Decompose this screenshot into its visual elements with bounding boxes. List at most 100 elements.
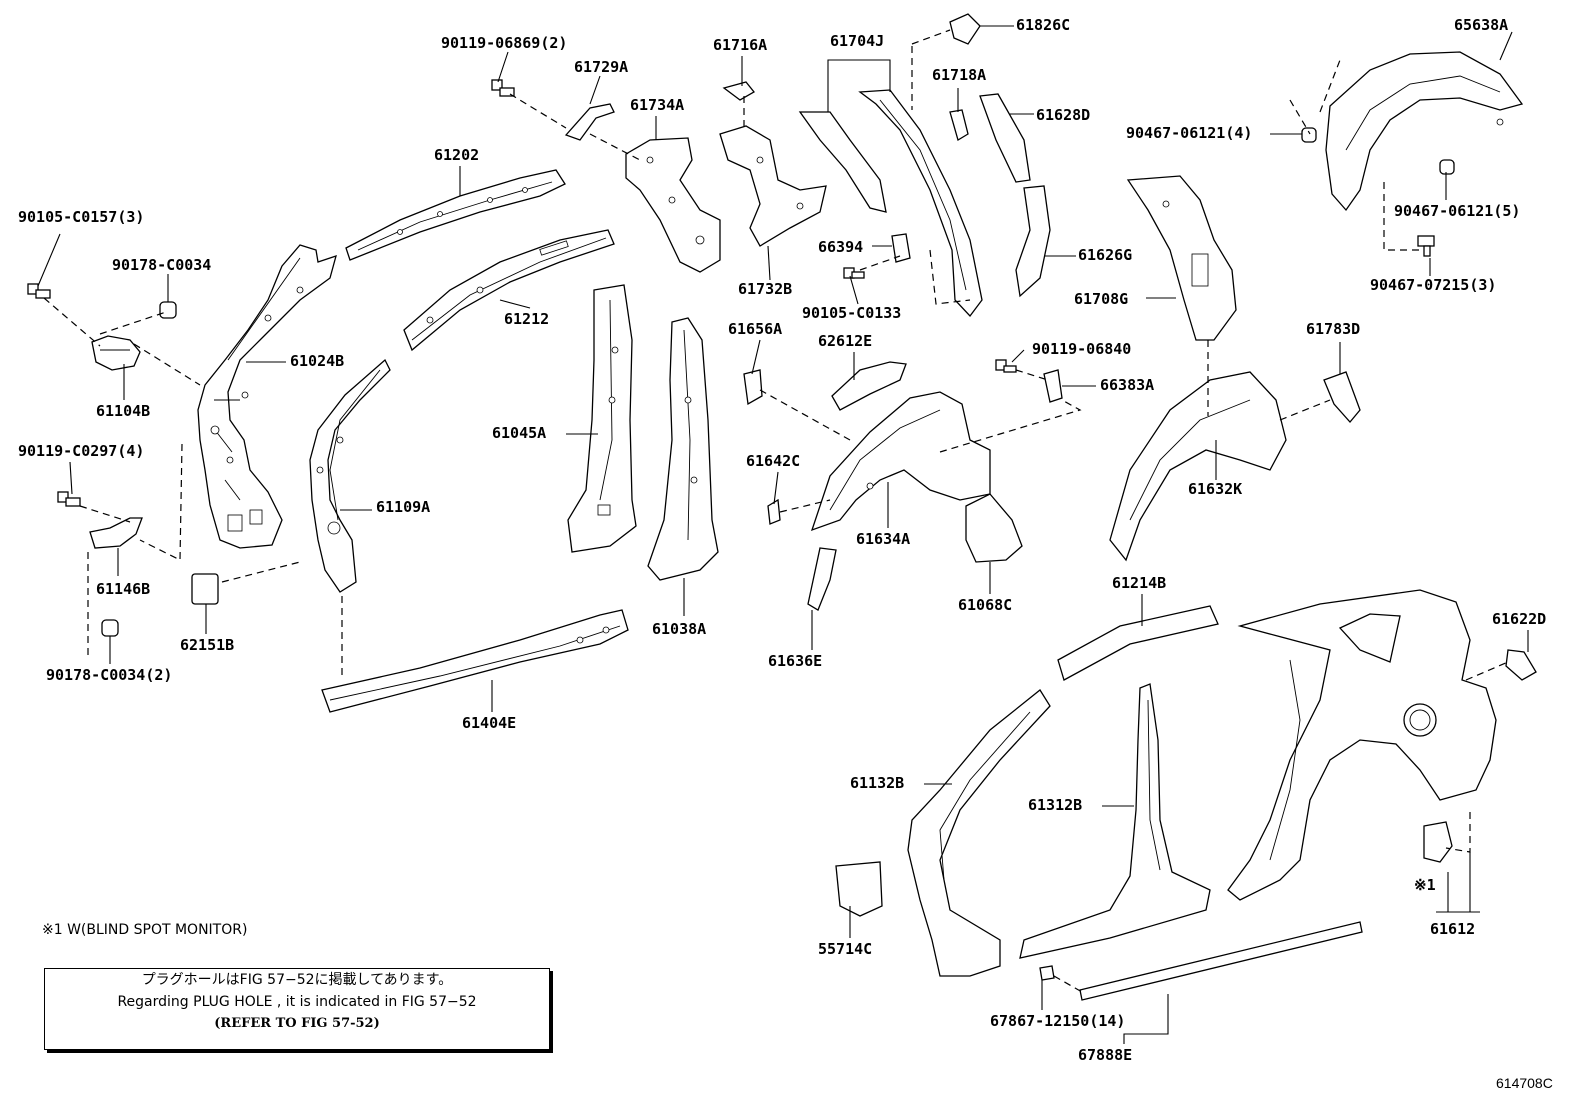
part-61024b-drawing	[197, 244, 337, 549]
part-55714c-drawing	[835, 861, 883, 917]
part-67867-drawing	[1039, 965, 1055, 981]
label-61718a: 61718A	[932, 66, 987, 84]
part-61656a-drawing	[743, 369, 763, 406]
part-61734a-drawing	[625, 137, 721, 273]
part-61612-sub-drawing	[1423, 821, 1453, 863]
bolt-90119-06869-icon	[491, 79, 515, 97]
label-90178-c0034: 90178-C0034	[112, 256, 212, 274]
label-61132b: 61132B	[850, 774, 905, 792]
label-67888e: 67888E	[1078, 1046, 1133, 1064]
part-61634a-drawing	[810, 391, 991, 532]
part-61104b-drawing	[91, 335, 141, 371]
label-61024b: 61024B	[290, 352, 345, 370]
part-61708g-drawing	[1126, 175, 1237, 341]
label-61708g: 61708G	[1074, 290, 1129, 308]
part-61109a-drawing	[309, 358, 391, 593]
clip-90467-06121-5-icon	[1439, 159, 1455, 175]
label-90105-c0157: 90105-C0157(3)	[18, 208, 145, 226]
clip-90467-06121-4-icon	[1301, 127, 1317, 143]
bolt-90119-c0297-icon	[57, 491, 81, 507]
label-62612e: 62612E	[818, 332, 873, 350]
label-61634a: 61634A	[856, 530, 911, 548]
part-61404e-drawing	[321, 609, 629, 713]
part-61214b-drawing	[1057, 605, 1219, 681]
part-61783d-drawing	[1323, 371, 1361, 423]
label-61109a: 61109A	[376, 498, 431, 516]
bolt-90119-06840-icon	[995, 359, 1017, 373]
label-90119-06840: 90119-06840	[1032, 340, 1132, 358]
part-61312b-drawing	[1019, 683, 1211, 959]
label-61404e: 61404E	[462, 714, 517, 732]
label-61146b: 61146B	[96, 580, 151, 598]
label-61626g: 61626G	[1078, 246, 1133, 264]
part-61718a-drawing	[949, 109, 969, 141]
part-61622d-drawing	[1505, 649, 1537, 681]
label-62151b: 62151B	[180, 636, 235, 654]
part-62612e-drawing	[831, 361, 907, 411]
label-90178-c0034-2: 90178-C0034(2)	[46, 666, 173, 684]
label-61312b: 61312B	[1028, 796, 1083, 814]
part-61132b-drawing	[907, 689, 1051, 977]
label-90467-06121-4: 90467-06121(4)	[1126, 124, 1253, 142]
part-61729a-drawing	[564, 103, 615, 141]
label-65638a: 65638A	[1454, 16, 1509, 34]
label-61642c: 61642C	[746, 452, 801, 470]
footnote-blind-spot-monitor: ※1 W(BLIND SPOT MONITOR)	[42, 922, 248, 938]
part-61212-drawing	[403, 229, 615, 352]
part-61704j-drawing	[798, 89, 983, 318]
label-90119-c0297: 90119-C0297(4)	[18, 442, 145, 460]
part-66394-drawing	[891, 233, 911, 263]
label-61729a: 61729A	[574, 58, 629, 76]
label-90105-c0133: 90105-C0133	[802, 304, 902, 322]
label-61783d: 61783D	[1306, 320, 1361, 338]
label-61716a: 61716A	[713, 36, 768, 54]
label-55714c: 55714C	[818, 940, 873, 958]
label-90467-07215: 90467-07215(3)	[1370, 276, 1497, 294]
part-61612-drawing	[1227, 589, 1497, 901]
plug-note-english: Regarding PLUG HOLE , it is indicated in…	[117, 994, 477, 1010]
label-61628d: 61628D	[1036, 106, 1091, 124]
label-61202: 61202	[434, 146, 480, 164]
label-67867-12150: 67867-12150(14)	[990, 1012, 1126, 1030]
label-61214b: 61214B	[1112, 574, 1167, 592]
nut-90178-c0034-2-icon	[101, 619, 119, 637]
part-61202-drawing	[345, 169, 566, 261]
part-61826c-drawing	[949, 13, 981, 45]
marker-note1: ※1	[1414, 876, 1436, 894]
part-62151b-drawing	[191, 573, 219, 605]
part-61038a-drawing	[647, 317, 719, 581]
label-61612: 61612	[1430, 920, 1476, 938]
label-61622d: 61622D	[1492, 610, 1547, 628]
part-61628d-drawing	[979, 93, 1031, 183]
part-61636e-drawing	[807, 547, 837, 611]
leader-lines	[37, 25, 1529, 1044]
part-61626g-drawing	[1015, 185, 1051, 298]
bolt-90105-c0157-icon	[27, 283, 51, 299]
bolt-90105-c0133-icon	[843, 267, 865, 279]
label-66383a: 66383A	[1100, 376, 1155, 394]
plug-hole-note-box: プラグホールはFIG 57−52に掲載してあります。 Regarding PLU…	[44, 968, 550, 1050]
label-61826c: 61826C	[1016, 16, 1071, 34]
nut-90178-c0034-icon	[159, 301, 177, 319]
label-61734a: 61734A	[630, 96, 685, 114]
label-61212: 61212	[504, 310, 550, 328]
label-61038a: 61038A	[652, 620, 707, 638]
label-61632k: 61632K	[1188, 480, 1243, 498]
plug-note-japanese: プラグホールはFIG 57−52に掲載してあります。	[141, 972, 453, 988]
part-61068c-drawing	[965, 493, 1023, 563]
label-61732b: 61732B	[738, 280, 793, 298]
part-66383a-drawing	[1043, 369, 1063, 403]
part-61146b-drawing	[89, 517, 143, 549]
part-61045a-drawing	[567, 284, 637, 553]
part-65638a-drawing	[1325, 51, 1524, 212]
label-66394: 66394	[818, 238, 864, 256]
part-67888e-drawing	[1079, 921, 1363, 1001]
part-61716a-drawing	[722, 81, 755, 101]
figure-id: 614708C	[1496, 1075, 1553, 1091]
label-61068c: 61068C	[958, 596, 1013, 614]
part-61732b-drawing	[719, 125, 827, 247]
label-90467-06121-5: 90467-06121(5)	[1394, 202, 1521, 220]
label-61656a: 61656A	[728, 320, 783, 338]
clip-90467-07215-icon	[1417, 235, 1435, 257]
